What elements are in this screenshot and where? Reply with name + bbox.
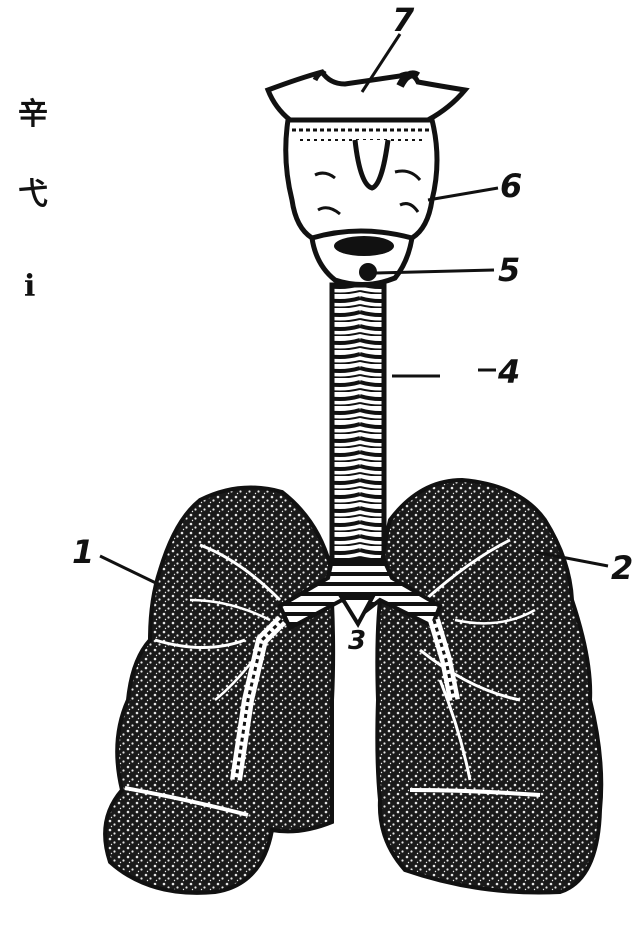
leader-line-6 — [428, 188, 498, 200]
cricoid-cartilage — [312, 231, 412, 285]
label-7: 7 — [392, 4, 414, 36]
thyroid-cartilage — [286, 120, 437, 238]
label-6: 6 — [500, 170, 522, 202]
margin-glyph-3: i — [24, 272, 35, 302]
trachea — [332, 285, 384, 565]
label-4: 4 — [498, 356, 520, 388]
lung-right — [377, 480, 601, 893]
label-3: 3 — [348, 628, 366, 654]
leader-line-1 — [100, 556, 160, 585]
lung-left — [105, 488, 333, 893]
margin-glyph-1: 辛 — [18, 100, 48, 130]
label-1: 1 — [72, 536, 94, 568]
label-5: 5 — [498, 254, 520, 286]
margin-glyph-2: 弋 — [18, 180, 48, 210]
epiglottis — [268, 72, 465, 120]
label-2: 2 — [611, 552, 633, 584]
